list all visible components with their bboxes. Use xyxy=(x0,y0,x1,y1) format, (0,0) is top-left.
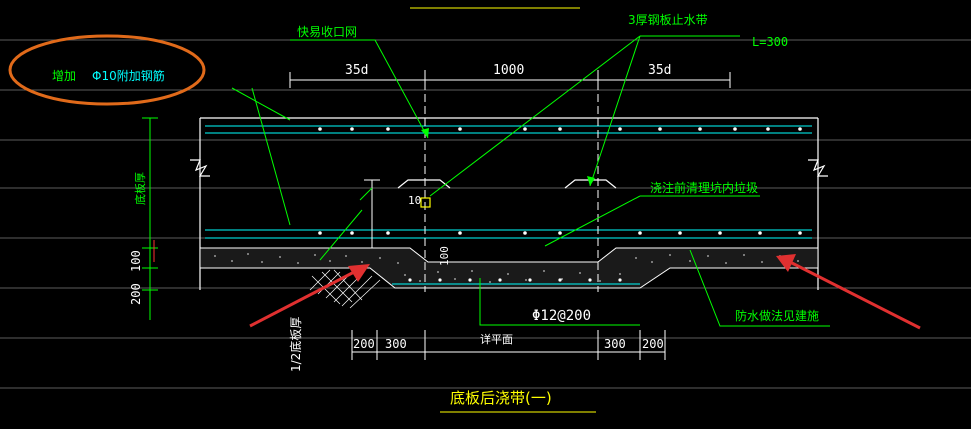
leader-lines xyxy=(231,35,830,327)
label-detail-plan: 详平面 xyxy=(480,332,513,346)
label-clean-pit: 浇注前清理坑内垃圾 xyxy=(650,180,758,195)
bedding-layer xyxy=(199,247,819,289)
break-symbols xyxy=(190,159,828,177)
leader-arrowheads xyxy=(421,128,595,186)
label-100-pit: 100 xyxy=(438,246,451,266)
dim-bottom-4: 200 xyxy=(642,337,664,351)
annotation-bar-spec: Φ10附加钢筋 xyxy=(92,68,165,83)
pit-rebar-dots xyxy=(408,278,622,282)
dim-bottom-2: 300 xyxy=(385,337,407,351)
annotation-ellipse xyxy=(8,34,206,106)
dim-bottom-3: 300 xyxy=(604,337,626,351)
label-mesh: 快易收口网 xyxy=(297,25,357,39)
label-rebar-spacing: Φ12@200 xyxy=(532,308,591,324)
label-half-slab-thickness: 1/2底板厚 xyxy=(288,317,303,372)
bottom-dimension-line xyxy=(351,330,666,360)
steel-waterstops xyxy=(397,179,617,189)
label-10: 10 xyxy=(408,194,421,207)
label-waterproofing: 防水做法见建施 xyxy=(735,308,819,323)
top-rebar xyxy=(205,125,812,134)
dim-bottom-1: 200 xyxy=(353,337,375,351)
red-arrow-left xyxy=(249,264,370,328)
dim-top-right: 35d xyxy=(648,63,671,78)
label-100-left: 100 xyxy=(129,250,143,272)
dim-top-left: 35d xyxy=(345,63,368,78)
bottom-rebar-dots xyxy=(318,231,802,235)
label-length: L=300 xyxy=(752,35,788,49)
red-arrow-right xyxy=(776,254,921,330)
top-rebar-dots xyxy=(318,127,802,131)
soil-hatch xyxy=(309,269,381,309)
annotation-prefix: 增加 xyxy=(52,69,76,83)
dim-top-middle: 1000 xyxy=(493,63,524,78)
drawing-title: 底板后浇带(一) xyxy=(450,389,552,407)
label-200-left: 200 xyxy=(129,283,143,305)
label-waterstop: 3厚钢板止水带 xyxy=(628,13,708,27)
bottom-rebar xyxy=(205,229,812,239)
selection-marker xyxy=(420,197,431,208)
left-vertical-dimension xyxy=(142,117,158,320)
top-dimension-line xyxy=(289,72,731,88)
inner-vertical-dimension xyxy=(364,179,380,249)
label-slab-thickness: 底板厚 xyxy=(133,172,147,205)
